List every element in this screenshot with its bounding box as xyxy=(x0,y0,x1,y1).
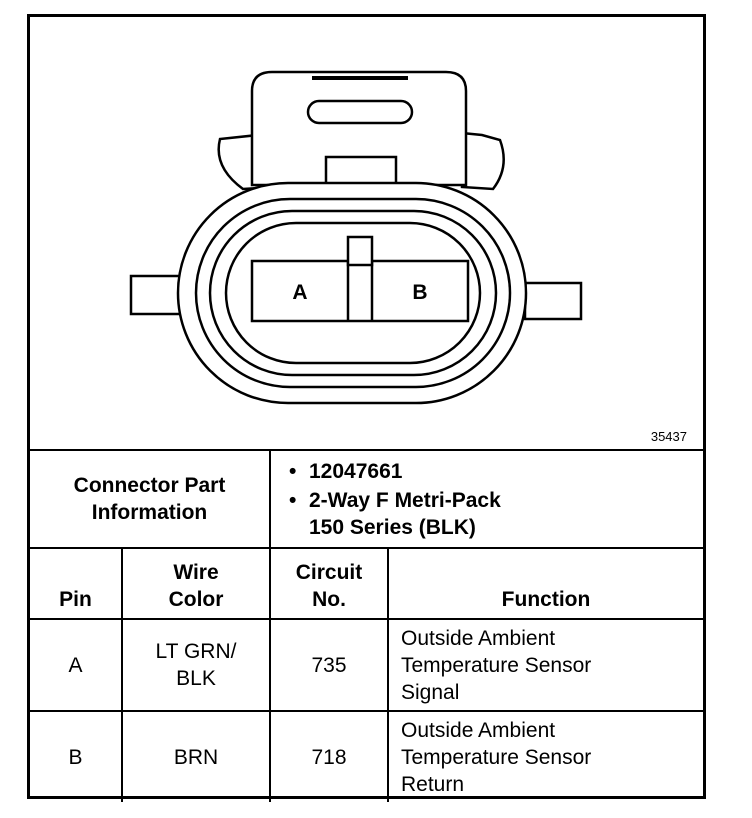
pin-cell: B xyxy=(30,710,123,802)
function-cell: Outside Ambient Temperature Sensor Retur… xyxy=(387,710,703,802)
connector-part-info-label: Connector Part Information xyxy=(30,449,271,549)
connector-drawing: A B 35437 xyxy=(30,17,703,448)
circuit-cell: 718 xyxy=(269,710,389,802)
header-circuit-no: Circuit No. xyxy=(269,547,389,620)
part-number: 12047661 xyxy=(289,458,703,485)
connector-sheet: A B 35437 Connector Part Information 120… xyxy=(27,14,706,802)
latch-slot xyxy=(306,99,414,125)
figure-number: 35437 xyxy=(650,429,687,444)
header-pin: Pin xyxy=(30,547,123,620)
connector-outer-shell xyxy=(176,181,528,405)
header-function: Function xyxy=(387,547,703,620)
polarizing-key xyxy=(346,235,374,267)
pin-cell: A xyxy=(30,618,123,712)
table-row: B BRN 718 Outside Ambient Temperature Se… xyxy=(30,710,703,802)
terminal-face xyxy=(224,221,482,365)
connector-pinout-table: Connector Part Information 12047661 2-Wa… xyxy=(30,449,703,802)
part-info-list: 12047661 2-Way F Metri-Pack 150 Series (… xyxy=(271,458,703,541)
wire-color-cell: LT GRN/ BLK xyxy=(121,618,271,712)
function-cell: Outside Ambient Temperature Sensor Signa… xyxy=(387,618,703,712)
connector-face-illustration: A B xyxy=(129,70,583,405)
locking-latch xyxy=(250,70,468,187)
cavity-b-label: B xyxy=(412,281,427,304)
table-row: A LT GRN/ BLK 735 Outside Ambient Temper… xyxy=(30,618,703,712)
connector-part-info: 12047661 2-Way F Metri-Pack 150 Series (… xyxy=(269,449,703,549)
table-header-row: Pin Wire Color Circuit No. Function xyxy=(30,547,703,620)
connector-type: 2-Way F Metri-Pack 150 Series (BLK) xyxy=(289,487,703,541)
circuit-cell: 735 xyxy=(269,618,389,712)
right-mounting-tab xyxy=(523,281,583,321)
header-wire-color: Wire Color xyxy=(121,547,271,620)
connector-info-row: Connector Part Information 12047661 2-Wa… xyxy=(30,449,703,549)
wire-color-cell: BRN xyxy=(121,710,271,802)
cavity-a-label: A xyxy=(292,281,307,304)
